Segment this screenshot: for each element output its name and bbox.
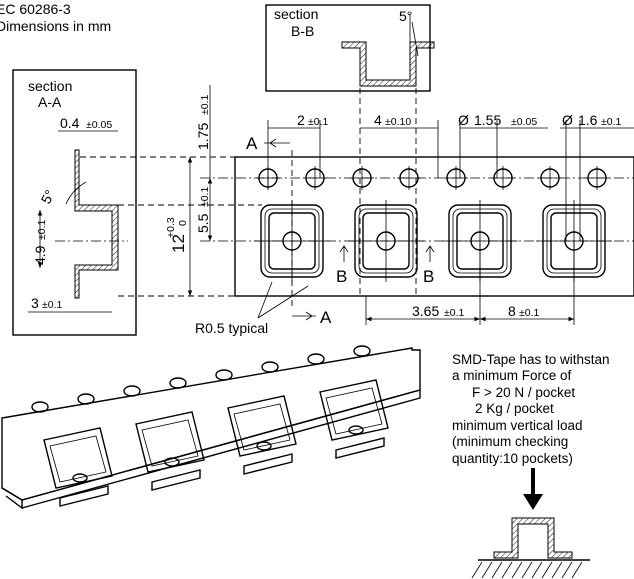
dim-hole-to-pocket-tol: ±0.1 [199,186,211,207]
dim-tape-width-tol-plus: +0.3 [165,217,177,238]
dim-hole-pitch: 2 [297,112,305,128]
sprocket-hole [585,166,609,190]
sprocket-hole [303,166,327,190]
dim-pocket-pitch: 8 [508,303,516,319]
perspective-hole [77,393,95,405]
dim-pocket-hole-dia-prefix: Ø [562,112,573,128]
pocket [348,200,424,282]
dim-edge-to-hole-tol: ±0.1 [199,94,211,115]
force-note: SMD-Tape has to withstan a minimum Force… [452,352,610,579]
section-marker-b-left: B [336,267,347,286]
perspective-pockets [31,345,389,507]
perspective-pocket [135,411,205,491]
section-aa: section A-A 0.4 ±0.05 5° 4.9 ±0.1 3 ±0.1 [12,69,137,336]
section-marker-a-top-arrow [264,138,290,148]
sprocket-hole [350,166,374,190]
section-aa-thickness: 0.4 [60,115,80,131]
section-marker-b-right-arrow [425,245,435,262]
dim-pocket-hole-dia: 1.6 [578,112,598,128]
force-note-line-7: quantity:10 pockets) [452,451,573,466]
section-bb-angle: 5° [399,8,412,24]
perspective-pocket [227,395,297,475]
section-bb-angle-line-2 [411,21,419,57]
sprocket-hole [444,166,468,190]
section-marker-a-bottom-arrow [292,311,316,321]
dim-sprocket-pitch-tol: ±0.10 [385,116,411,128]
section-bb-title-1: section [274,6,318,22]
tape-perspective-body [1,347,421,501]
perspective-hole [215,369,233,381]
section-marker-a-bottom: A [320,308,332,327]
dim-pocket-offset: 3.65 [412,303,439,319]
section-aa-title-1: section [28,78,72,94]
section-aa-frame [12,69,137,336]
tape-outline [234,156,634,297]
force-note-line-5: minimum vertical load [452,418,583,433]
sprocket-hole [538,166,562,190]
sprocket-hole [397,166,421,190]
force-arrow-head [523,494,543,510]
section-bb-profile [341,41,435,87]
section-aa-title-2: A-A [38,94,62,110]
section-aa-angle: 5° [38,187,58,206]
tape-perspective [1,345,421,510]
dim-pocket-offset-tol: ±0.1 [444,307,465,319]
dim-hole-dia-prefix: Ø [458,112,469,128]
section-aa-angle-arc [65,181,87,205]
force-note-line-3: F > 20 N / pocket [472,385,575,400]
perspective-hole [31,401,49,413]
section-bb: section B-B 5° [265,4,435,92]
units-label: Dimensions in mm [0,18,111,34]
tape-perspective-front [21,389,421,509]
perspective-hole [169,377,187,389]
section-aa-profile [74,149,119,299]
dim-edge-to-hole: 1.75 [195,123,211,150]
dim-hole-dia-tol: ±0.05 [511,116,537,128]
dim-hole-dia: 1.55 [474,112,501,128]
section-aa-flange: 3 [31,295,39,311]
dim-tape-width-tol-minus: 0 [177,220,189,226]
tape-perspective-edge [1,487,23,510]
force-note-line-6: (minimum checking [452,434,568,449]
dim-pocket-hole-dia-tol: ±0.1 [601,116,622,128]
standard-label: EC 60286-3 [0,1,71,17]
radius-note: R0.5 typical [195,320,268,336]
section-marker-a-top: A [246,134,258,153]
dim-hole-to-pocket: 5.5 [195,213,211,233]
section-aa-thickness-tol: ±0.05 [86,119,112,131]
tape-top-view: 12 +0.3 0 1.75 ±0.1 5.5 ±0.1 2 ±0.1 4 ±0… [80,85,634,336]
section-marker-b-right: B [423,267,434,286]
radius-leader-1 [257,281,273,319]
perspective-hole [307,353,325,365]
sprocket-hole [491,166,515,190]
section-bb-title-2: B-B [291,23,314,39]
section-aa-depth-tol: ±0.1 [36,219,48,240]
perspective-hole [123,385,141,397]
radius-leader-2 [257,285,309,319]
perspective-pocket [319,379,389,459]
force-note-line-2: a minimum Force of [452,368,572,383]
perspective-pocket [43,427,113,507]
section-aa-flange-tol: ±0.1 [42,299,63,311]
dim-sprocket-pitch: 4 [374,112,382,128]
dim-pocket-pitch-tol: ±0.1 [519,307,540,319]
sprocket-holes [256,166,609,190]
dim-tape-width: 12 [169,234,188,253]
force-note-line-4: 2 Kg / pocket [475,401,554,416]
dim-hole-pitch-tol: ±0.1 [308,116,329,128]
section-marker-b-left-arrow [339,245,349,262]
pocket [254,200,330,282]
perspective-hole [261,361,279,373]
perspective-hole [353,345,371,357]
ground-hatch [471,561,583,579]
section-aa-depth: 4.9 [32,245,48,265]
force-note-line-1: SMD-Tape has to withstan [452,352,610,367]
load-test-profile [493,517,573,559]
